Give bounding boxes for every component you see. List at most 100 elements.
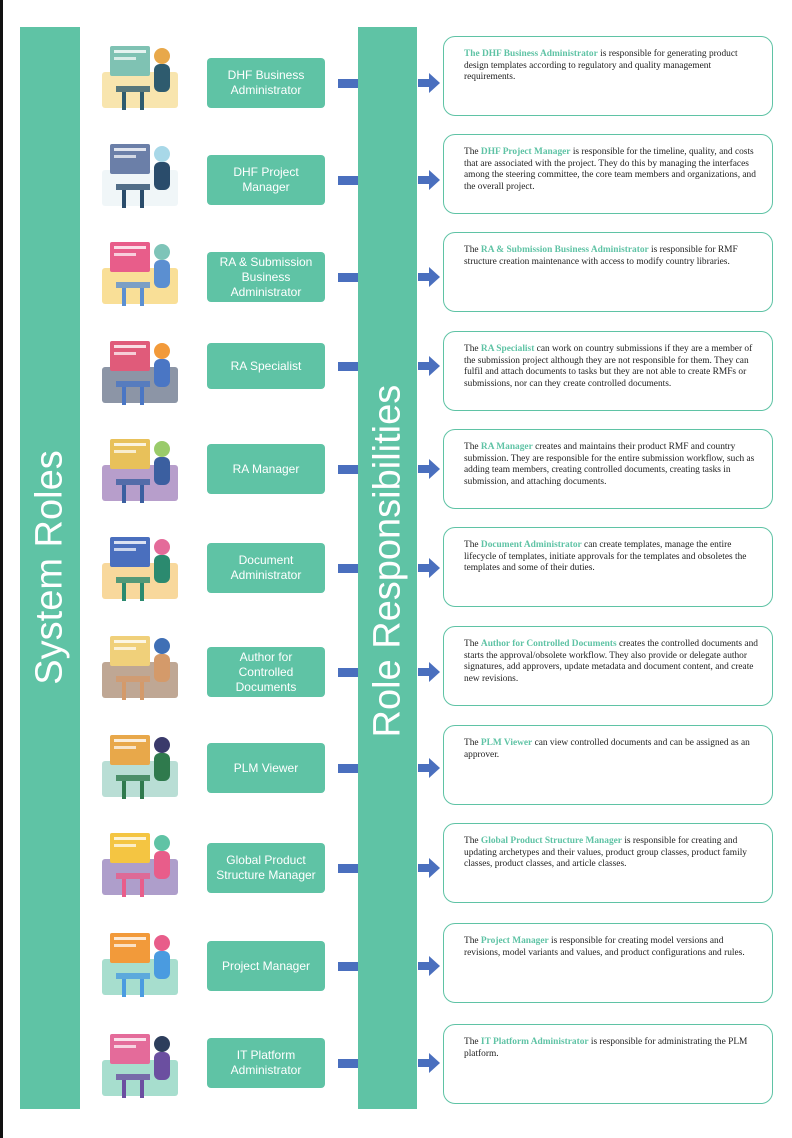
description-text: is responsible for RMF structure creatio… — [464, 245, 738, 267]
presenter-with-dashboard-illustration — [96, 228, 184, 316]
description-role-highlight: IT Platform Administrator — [480, 1037, 589, 1047]
role-description-box: The DHF Business Administrator is respon… — [443, 36, 773, 116]
role-name-box: RA Specialist — [207, 343, 325, 389]
arrow-right-icon — [418, 955, 440, 977]
role-description-box: The RA & Submission Business Administrat… — [443, 232, 773, 312]
description-prefix: The — [464, 344, 481, 354]
description-text: is responsible for the timeline, quality… — [464, 147, 756, 192]
role-name-box: RA & Submission Business Administrator — [207, 252, 325, 302]
connector-bar — [338, 465, 358, 474]
arrow-right-icon — [418, 169, 440, 191]
woman-at-desk-with-charts-illustration — [96, 327, 184, 415]
connector-bar — [338, 668, 358, 677]
arrow-right-icon — [418, 1052, 440, 1074]
arrow-right-icon — [418, 857, 440, 879]
description-role-highlight: RA & Submission Business Administrator — [480, 245, 649, 255]
role-responsibilities-heading: Role Responsibilities — [366, 384, 408, 738]
role-name-label: RA & Submission Business Administrator — [219, 254, 313, 299]
connector-bar — [338, 564, 358, 573]
connector-bar — [338, 79, 358, 88]
role-description-box: The IT Platform Administrator is respons… — [443, 1024, 773, 1104]
role-name-label: RA Specialist — [230, 358, 302, 373]
role-name-label: Author for Controlled Documents — [235, 649, 297, 694]
role-name-box: Author for Controlled Documents — [207, 647, 325, 697]
businessman-touch-screen-illustration — [96, 130, 184, 218]
man-with-color-petals-illustration — [96, 819, 184, 907]
description-role-highlight: Author for Controlled Documents — [480, 639, 617, 649]
arrow-right-icon — [418, 557, 440, 579]
description-role-highlight: RA Specialist — [480, 344, 535, 354]
description-role-highlight: The DHF Business Administrator — [464, 49, 598, 59]
manager-with-floating-icons-illustration — [96, 919, 184, 1007]
connector-bar — [338, 1059, 358, 1068]
role-description-box: The DHF Project Manager is responsible f… — [443, 134, 773, 214]
description-role-highlight: PLM Viewer — [480, 738, 533, 748]
person-with-headset-at-computer-illustration — [96, 721, 184, 809]
description-text: is responsible for creating model versio… — [464, 936, 745, 958]
admin-at-multi-monitor-desk-illustration — [96, 1020, 184, 1108]
left-border-line — [0, 0, 3, 1138]
role-description-box: The PLM Viewer can view controlled docum… — [443, 725, 773, 805]
description-role-highlight: Project Manager — [480, 936, 549, 946]
connector-bar — [338, 273, 358, 282]
connector-bar — [338, 864, 358, 873]
role-description-box: The RA Specialist can work on country su… — [443, 331, 773, 411]
role-name-label: Global Product Structure Manager — [216, 853, 316, 882]
description-prefix: The — [464, 442, 481, 452]
role-name-box: Project Manager — [207, 941, 325, 991]
role-name-box: DHF Project Manager — [207, 155, 325, 205]
phone-and-document-illustration — [96, 425, 184, 513]
role-description-box: The Project Manager is responsible for c… — [443, 923, 773, 1003]
connector-bar — [338, 764, 358, 773]
role-description-box: The Document Administrator can create te… — [443, 527, 773, 607]
description-text: is responsible for creating and updating… — [464, 836, 747, 870]
role-description-box: The Global Product Structure Manager is … — [443, 823, 773, 903]
role-name-label: PLM Viewer — [233, 760, 299, 775]
description-role-highlight: Document Administrator — [480, 540, 582, 550]
role-name-label: IT Platform Administrator — [230, 1048, 302, 1077]
role-responsibilities-band: Role Responsibilities — [358, 27, 417, 1109]
system-roles-band: System Roles — [20, 27, 80, 1109]
role-name-box: IT Platform Administrator — [207, 1038, 325, 1088]
role-description-box: The RA Manager creates and maintains the… — [443, 429, 773, 509]
arrow-right-icon — [418, 757, 440, 779]
description-text: can view controlled documents and can be… — [464, 738, 750, 760]
description-role-highlight: Global Product Structure Manager — [480, 836, 622, 846]
role-name-label: DHF Project Manager — [233, 165, 299, 194]
description-prefix: The — [464, 540, 481, 550]
description-text: creates and maintains their product RMF … — [464, 442, 755, 487]
description-prefix: The — [464, 836, 481, 846]
role-name-box: Document Administrator — [207, 543, 325, 593]
arrow-right-icon — [418, 72, 440, 94]
arrow-right-icon — [418, 355, 440, 377]
description-text: is responsible for administrating the PL… — [464, 1037, 748, 1059]
person-at-drafting-table-illustration — [96, 32, 184, 120]
description-role-highlight: RA Manager — [480, 442, 533, 452]
connector-bar — [338, 962, 358, 971]
description-text: creates the controlled documents and sta… — [464, 639, 758, 684]
role-name-box: DHF Business Administrator — [207, 58, 325, 108]
role-name-label: Project Manager — [221, 958, 311, 973]
role-name-box: PLM Viewer — [207, 743, 325, 793]
arrow-right-icon — [418, 266, 440, 288]
description-prefix: The — [464, 1037, 481, 1047]
description-text: can work on country submissions if they … — [464, 344, 753, 389]
description-role-highlight: DHF Project Manager — [480, 147, 571, 157]
arrow-right-icon — [418, 661, 440, 683]
description-prefix: The — [464, 936, 481, 946]
description-text: is responsible for generating product de… — [464, 49, 738, 83]
role-name-label: DHF Business Administrator — [227, 68, 305, 97]
description-prefix: The — [464, 639, 481, 649]
description-text: can create templates, manage the entire … — [464, 540, 747, 574]
connector-bar — [338, 362, 358, 371]
arrow-right-icon — [418, 458, 440, 480]
woman-with-laptop-and-files-illustration — [96, 523, 184, 611]
role-name-label: Document Administrator — [230, 553, 302, 582]
system-roles-heading: System Roles — [28, 450, 71, 685]
hand-stamping-document-illustration — [96, 622, 184, 710]
role-name-box: Global Product Structure Manager — [207, 843, 325, 893]
role-name-box: RA Manager — [207, 444, 325, 494]
role-name-label: RA Manager — [232, 461, 300, 476]
connector-bar — [338, 176, 358, 185]
description-prefix: The — [464, 738, 481, 748]
